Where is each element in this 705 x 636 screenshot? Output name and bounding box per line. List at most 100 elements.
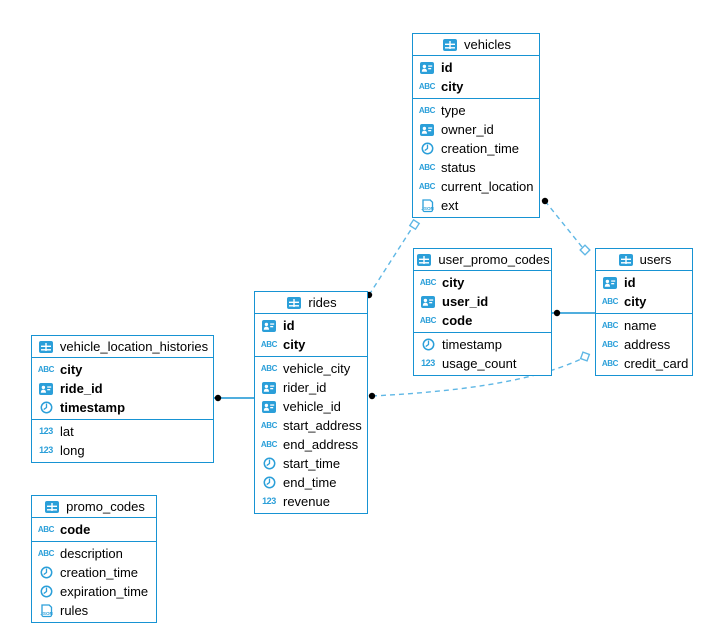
table-icon [43, 500, 61, 514]
column-start_address: ABC start_address [260, 418, 362, 433]
column-city: ABC city [419, 275, 465, 290]
column-city: ABC city [418, 79, 464, 94]
relation-dot-endpoint [541, 197, 549, 205]
abc-icon: ABC [418, 181, 436, 191]
table-header: vehicles [413, 34, 539, 56]
relation-vehicles-users [541, 197, 591, 256]
column-creation_time: creation_time [32, 563, 156, 582]
column-lat: 123 lat [32, 422, 213, 441]
abc-icon: ABC [37, 364, 55, 374]
abc-icon: ABC [37, 548, 55, 558]
primary-key-section: ABC city user_id ABC code [414, 271, 551, 333]
column-code: ABC code [37, 522, 91, 537]
table-icon [441, 38, 459, 52]
table-title: promo_codes [66, 499, 145, 514]
clock-icon [37, 566, 55, 580]
column-timestamp: timestamp [32, 398, 213, 417]
column-long: 123 long [32, 441, 213, 460]
table-header: promo_codes [32, 496, 156, 518]
table-title: users [639, 252, 672, 267]
abc-icon: ABC [260, 339, 278, 349]
relation-diamond-endpoint [408, 218, 421, 231]
column-credit_card: ABC credit_card [601, 356, 689, 371]
svg-text:JSON: JSON [40, 611, 53, 616]
abc-icon: ABC [260, 420, 278, 430]
primary-key-section: ABC city ride_id timestamp [32, 358, 213, 420]
table-vehicles[interactable]: vehicles id ABC city ABC type owner_id c… [412, 33, 540, 218]
abc-icon: ABC [601, 296, 619, 306]
id-icon [419, 295, 437, 309]
table-users[interactable]: users id ABC city ABC name ABC address A… [595, 248, 693, 376]
primary-key-section: id ABC city [413, 56, 539, 99]
column-owner_id: owner_id [413, 120, 539, 139]
abc-icon: ABC [418, 105, 436, 115]
table-header: users [596, 249, 692, 271]
table-title: vehicles [464, 37, 511, 52]
column-revenue: 123 revenue [255, 492, 367, 511]
number-icon: 123 [39, 445, 53, 455]
relation-dot-endpoint [553, 309, 561, 317]
abc-icon: ABC [419, 315, 437, 325]
column-ride_id: ride_id [32, 379, 213, 398]
table-user_promo_codes[interactable]: user_promo_codes ABC city user_id ABC co… [413, 248, 552, 376]
table-title: user_promo_codes [438, 252, 550, 267]
abc-icon: ABC [260, 363, 278, 373]
table-header: rides [255, 292, 367, 314]
id-icon [601, 276, 619, 290]
relation-vehicle_location_histories-rides [214, 394, 254, 402]
abc-icon: ABC [601, 358, 619, 368]
column-end_address: ABC end_address [260, 437, 359, 452]
table-icon [617, 253, 635, 267]
columns-section: timestamp 123 usage_count [414, 333, 551, 375]
clock-icon [419, 338, 437, 352]
column-description: ABC description [37, 546, 123, 561]
column-id: id [255, 316, 367, 335]
column-id: id [596, 273, 692, 292]
table-rides[interactable]: rides id ABC city ABC vehicle_city rider… [254, 291, 368, 514]
column-usage_count: 123 usage_count [414, 354, 551, 373]
table-header: user_promo_codes [414, 249, 551, 271]
id-icon [260, 381, 278, 395]
columns-section: ABC description creation_time expiration… [32, 542, 156, 622]
columns-section: 123 lat 123 long [32, 420, 213, 462]
abc-icon: ABC [37, 524, 55, 534]
id-icon [418, 61, 436, 75]
number-icon: 123 [39, 426, 53, 436]
table-title: rides [308, 295, 337, 310]
primary-key-section: id ABC city [255, 314, 367, 357]
table-promo_codes[interactable]: promo_codes ABC code ABC description cre… [31, 495, 157, 623]
clock-icon [37, 401, 55, 415]
column-name: ABC name [601, 318, 657, 333]
svg-text:JSON: JSON [421, 206, 434, 211]
id-icon [260, 319, 278, 333]
column-vehicle_city: ABC vehicle_city [260, 361, 351, 376]
clock-icon [260, 476, 278, 490]
abc-icon: ABC [260, 439, 278, 449]
column-timestamp: timestamp [414, 335, 551, 354]
id-icon [37, 382, 55, 396]
table-header: vehicle_location_histories [32, 336, 213, 358]
number-icon: 123 [421, 358, 435, 368]
column-status: ABC status [418, 160, 476, 175]
clock-icon [37, 585, 55, 599]
column-rider_id: rider_id [255, 378, 367, 397]
relation-user_promo_codes-users [552, 309, 595, 317]
relation-diamond-endpoint [579, 244, 591, 256]
id-icon [418, 123, 436, 137]
column-city: ABC city [601, 294, 647, 309]
table-icon [285, 296, 303, 310]
relation-dot-endpoint [214, 394, 222, 402]
column-city: ABC city [260, 337, 306, 352]
column-rules: JSON rules [32, 601, 156, 620]
table-vehicle_location_histories[interactable]: vehicle_location_histories ABC city ride… [31, 335, 214, 463]
table-title: vehicle_location_histories [59, 339, 209, 354]
relation-dot-endpoint [368, 392, 376, 400]
column-current_location: ABC current_location [418, 179, 534, 194]
column-id: id [413, 58, 539, 77]
table-icon [415, 253, 433, 267]
column-address: ABC address [601, 337, 671, 352]
relation-rides-vehicles [365, 218, 421, 299]
relation-diamond-endpoint [579, 351, 591, 362]
relation-line [368, 227, 413, 296]
table-icon [37, 340, 55, 354]
